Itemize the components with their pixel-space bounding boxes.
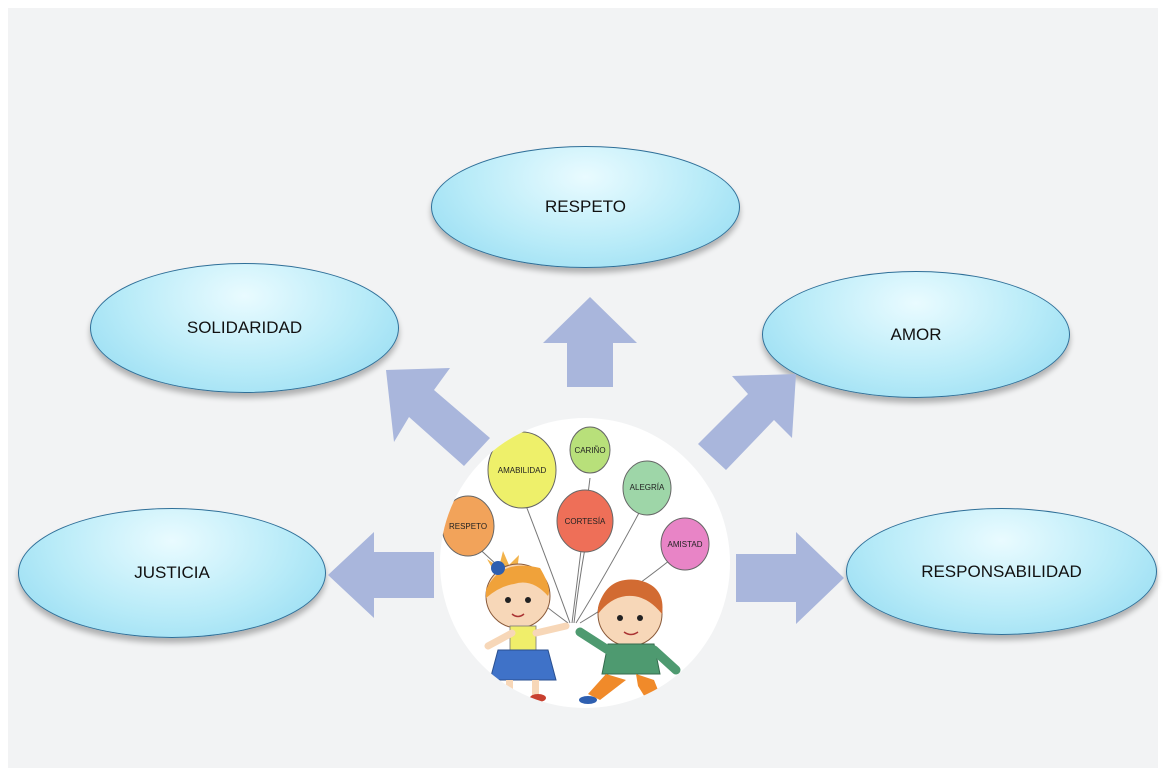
arrow-left-to-justicia xyxy=(328,532,434,618)
girl-figure xyxy=(484,551,570,702)
balloon-cortesia: CORTESÍA xyxy=(556,489,614,553)
node-solidaridad-label: SOLIDARIDAD xyxy=(186,318,303,337)
node-amor: AMOR xyxy=(762,271,1070,398)
balloon-carino: CARIÑO xyxy=(569,426,611,474)
svg-text:CORTESÍA: CORTESÍA xyxy=(565,517,606,526)
svg-text:RESPETO: RESPETO xyxy=(449,522,487,531)
svg-text:CARIÑO: CARIÑO xyxy=(574,446,605,455)
boy-figure xyxy=(575,579,681,708)
node-respeto: RESPETO xyxy=(431,146,740,268)
node-solidaridad: SOLIDARIDAD xyxy=(90,263,399,393)
balloon-amabilidad: AMABILIDAD xyxy=(487,431,557,509)
arrow-upright-to-amor xyxy=(698,374,796,470)
children-with-balloons-illustration: AMABILIDAD CARIÑO ALEGRÍA CORTESÍA RESPE… xyxy=(441,426,710,708)
arrow-right-to-responsabilidad xyxy=(736,532,844,624)
center-hub: AMABILIDAD CARIÑO ALEGRÍA CORTESÍA RESPE… xyxy=(440,418,730,708)
arrow-up-to-respeto xyxy=(543,297,637,387)
node-amor-label: AMOR xyxy=(890,324,942,344)
svg-text:ALEGRÍA: ALEGRÍA xyxy=(630,483,665,492)
node-responsabilidad-label: RESPONSABILIDAD xyxy=(921,561,1082,581)
svg-text:AMABILIDAD: AMABILIDAD xyxy=(498,466,547,475)
node-justicia: JUSTICIA xyxy=(18,508,326,638)
node-responsabilidad: RESPONSABILIDAD xyxy=(846,508,1157,635)
balloon-alegria: ALEGRÍA xyxy=(622,460,672,516)
balloon-amistad: AMISTAD xyxy=(660,517,710,571)
svg-text:AMISTAD: AMISTAD xyxy=(668,540,703,549)
arrow-upleft-to-solidaridad xyxy=(386,368,490,466)
node-respeto-label: RESPETO xyxy=(545,197,626,216)
node-justicia-label: JUSTICIA xyxy=(134,563,210,582)
